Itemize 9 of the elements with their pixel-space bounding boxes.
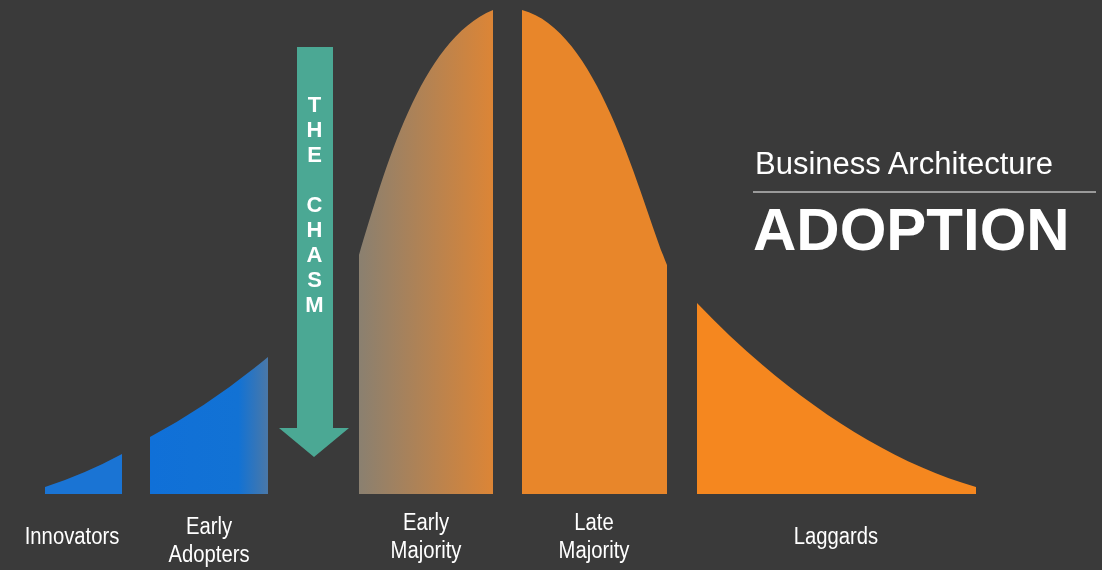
segment-label: Laggards: [792, 522, 880, 550]
subtitle: Business Architecture: [755, 146, 1054, 182]
down-arrow: [279, 47, 349, 457]
arrow-label: THE CHASM: [301, 92, 328, 317]
segment-label: Early Adopters: [167, 512, 251, 568]
segment-label: Late Majority: [557, 508, 631, 564]
segment-label: Early Majority: [389, 508, 463, 564]
title: ADOPTION: [753, 195, 1070, 265]
segment-label: Innovators: [23, 522, 121, 550]
